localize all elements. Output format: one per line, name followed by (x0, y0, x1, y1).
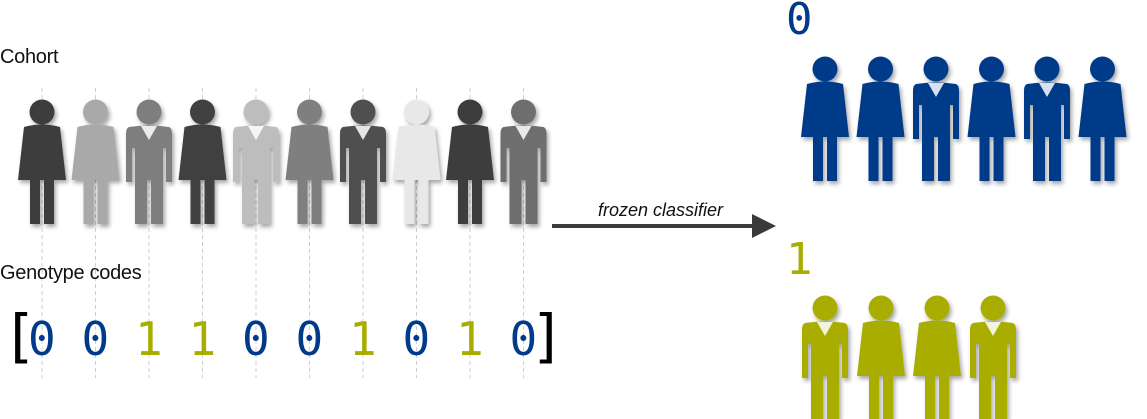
cohort-person-head (297, 99, 322, 125)
cohort-person-head (511, 99, 536, 125)
group-1-person (970, 295, 1016, 419)
genotype-code: 0 (28, 312, 56, 366)
cohort-person-body (178, 124, 227, 224)
genotype-code: 1 (456, 312, 484, 366)
cohort-person-body (126, 125, 172, 224)
group-0-person-head (868, 56, 893, 82)
genotype-code: 0 (402, 312, 431, 366)
group-label: 1 (786, 234, 813, 285)
genotype-code: 1 (135, 312, 163, 366)
cohort-person-body (285, 124, 334, 224)
group-0-person-head (979, 56, 1004, 82)
classifier-arrow-head (752, 214, 776, 238)
group-1-person (802, 295, 848, 419)
cohort-person (126, 99, 172, 224)
group-0-person-body (801, 81, 849, 181)
group-0-person-body (967, 81, 1016, 181)
cohort-person-head (136, 99, 162, 125)
group-0-person-head (1090, 56, 1115, 82)
cohort-person-body (340, 125, 386, 224)
genotype-code: 0 (295, 312, 324, 366)
cohort-person-head (404, 99, 429, 125)
group-0-person-head (923, 56, 949, 82)
genotype-code: 0 (81, 312, 110, 366)
cohort-person (285, 99, 334, 224)
group-0-person (801, 56, 849, 181)
group-0-person-head (1034, 56, 1060, 82)
cohort-person-head (190, 99, 215, 125)
cohort-person (392, 99, 441, 224)
group-1-person-body (913, 320, 961, 419)
cohort-person-body (18, 124, 66, 224)
cohort-person (71, 99, 120, 224)
group-1-person-head (980, 295, 1006, 321)
group-0-person-body (1078, 81, 1127, 181)
group-1-person-head (924, 295, 950, 321)
cohort-person-collar (141, 126, 157, 140)
group-0-person (1024, 56, 1070, 181)
group-1-person-body (857, 320, 905, 419)
group-1-person (857, 295, 905, 419)
genotype-codes-label: Genotype codes (0, 262, 142, 284)
cohort-label: Cohort (0, 46, 59, 68)
cohort-person-head (350, 99, 376, 125)
genotype-code: 1 (188, 312, 217, 366)
group-1-person-body (970, 321, 1016, 419)
cohort-person (233, 99, 279, 224)
frozen-classifier-label: frozen classifier (598, 200, 724, 220)
group-0-person (1078, 56, 1127, 181)
cohort-figures (18, 99, 547, 224)
cohort-person (446, 99, 494, 224)
group-1-person-head (812, 295, 838, 321)
cohort-person (340, 99, 386, 224)
group-1-person-head (868, 295, 894, 321)
cohort-person-body (392, 124, 441, 224)
group-0-person-head (812, 56, 838, 82)
group-0-person-collar (1039, 83, 1055, 97)
genotype-code: 0 (242, 312, 270, 366)
cohort-person-body (500, 125, 547, 224)
group-figures (801, 56, 1127, 419)
group-0-person-body (913, 82, 959, 181)
group-1-person-collar (985, 322, 1001, 336)
cohort-person (18, 99, 66, 224)
cohort-person-collar (355, 126, 371, 140)
cohort-person (178, 99, 227, 224)
genotype-code: 0 (509, 312, 538, 366)
cohort-person-head (29, 99, 55, 125)
group-0-person (967, 56, 1016, 181)
cohort-person-head (243, 99, 269, 125)
cohort-person (500, 99, 547, 224)
genotype-code: 1 (349, 312, 377, 366)
cohort-person-body (233, 125, 279, 224)
group-0-person-body (856, 81, 905, 181)
group-0-person (856, 56, 905, 181)
group-1-person (913, 295, 961, 419)
codes-bracket-open: [ (2, 302, 37, 370)
group-1-person-collar (817, 322, 833, 336)
codes-bracket-close: ] (530, 302, 565, 370)
group-0-person (913, 56, 959, 181)
guide-lines (41, 88, 524, 378)
group-1-person-body (802, 321, 848, 419)
cohort-person-body (71, 124, 120, 224)
cohort-person-collar (515, 126, 532, 140)
cohort-person-collar (248, 126, 264, 140)
cohort-person-body (446, 124, 494, 224)
group-0-person-collar (928, 83, 944, 97)
cohort-person-head (457, 99, 483, 125)
cohort-person-head (83, 99, 108, 125)
group-0-person-body (1024, 82, 1070, 181)
group-label: 0 (786, 0, 813, 45)
